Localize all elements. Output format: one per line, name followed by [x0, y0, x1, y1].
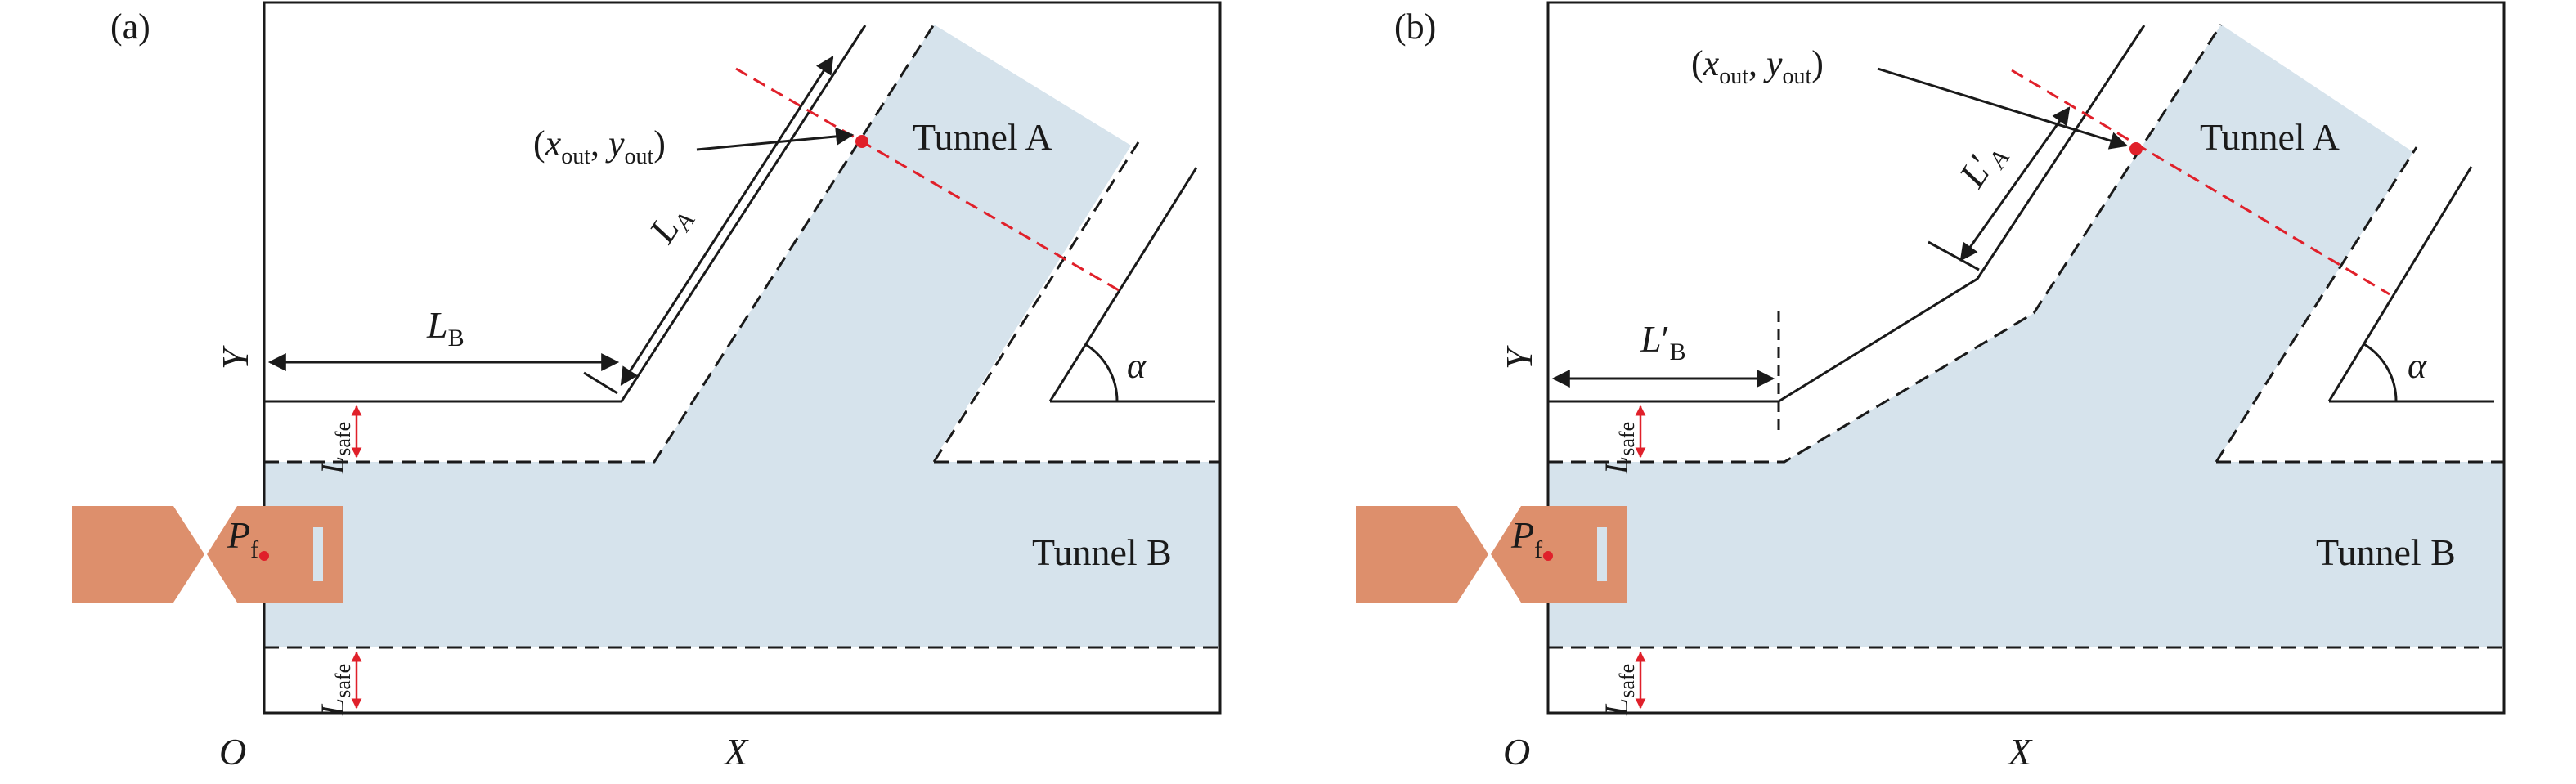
len-a-tick — [1928, 240, 1980, 271]
len-a-label: LA — [640, 196, 700, 253]
machine-point-label: Pf — [1510, 514, 1542, 563]
safe-top-label: Lsafe — [1598, 422, 1639, 475]
panel-tag: (a) — [110, 7, 150, 47]
origin-label: O — [219, 731, 246, 773]
panel-b: (b) O X Y Tunnel A Tunnel B α (xout, you… — [1356, 1, 2506, 773]
tunnel-a-dashed-left — [264, 24, 936, 464]
machine-cutter-bot — [1597, 581, 1627, 603]
tunnel-a-label: Tunnel A — [913, 116, 1052, 158]
exit-point-marker — [855, 135, 868, 148]
safe-bottom-label: Lsafe — [314, 664, 355, 717]
exit-pointer-arrow — [1877, 67, 2129, 150]
exit-line — [2011, 69, 2390, 296]
origin-label: O — [1503, 731, 1530, 773]
len-a-dimension — [620, 56, 834, 386]
panel-a: (a) O X Y Tunnel A Tunnel B α (xout, you… — [72, 1, 1222, 773]
panel-tag: (b) — [1394, 7, 1436, 47]
machine-point-marker — [1543, 551, 1553, 561]
machine-cutter-top — [313, 506, 343, 527]
machine-cutter-mid — [1607, 527, 1627, 581]
tunnel-b-label: Tunnel B — [1032, 531, 1172, 573]
tunnel-a-right-wall-slant — [2327, 166, 2473, 402]
exit-point-label: (xout, yout) — [1691, 43, 1824, 89]
angle-arc — [1084, 343, 1119, 402]
len-a-dimension — [1959, 106, 2071, 262]
boring-machine — [72, 506, 343, 603]
angle-label: α — [1127, 346, 1147, 386]
tunnel-b-label: Tunnel B — [2316, 531, 2456, 573]
machine-rear — [1356, 506, 1488, 603]
exit-point-label: (xout, yout) — [533, 123, 666, 169]
safe-bottom-label: Lsafe — [1598, 664, 1639, 717]
machine-rear — [72, 506, 204, 603]
len-b-tick — [583, 371, 618, 395]
safe-top-label: Lsafe — [314, 422, 355, 475]
machine-cutter-mid — [323, 527, 343, 581]
panel-frame — [1546, 1, 2506, 715]
machine-point-label: Pf — [227, 514, 258, 563]
tunnel-b-fill — [1548, 25, 2504, 647]
angle-arc — [2363, 343, 2398, 402]
tunnel-a-label: Tunnel A — [2200, 116, 2340, 158]
machine-cutter-top — [1597, 506, 1627, 527]
len-b-label: L′B — [1640, 318, 1686, 365]
tunnel-a-dashed-left — [1548, 24, 2223, 464]
len-b-label: LB — [426, 304, 464, 352]
y-axis-label: Y — [214, 345, 256, 370]
tunnel-a-right-wall-slant — [1048, 167, 1198, 402]
machine-point-marker — [259, 551, 269, 561]
machine-cutter-bot — [313, 581, 343, 603]
angle-label: α — [2408, 346, 2427, 386]
y-axis-label: Y — [1498, 345, 1540, 370]
tunnel-a-dashed-right-slant — [932, 141, 1140, 463]
panel-frame — [263, 1, 1222, 715]
x-axis-label: X — [2007, 731, 2033, 773]
exit-pointer-arrow — [696, 127, 855, 151]
tunnel-a-dashed-right-slant — [2215, 146, 2418, 463]
len-a-label: L′A — [1950, 134, 2015, 198]
x-axis-label: X — [723, 731, 749, 773]
exit-point-marker — [2129, 142, 2143, 155]
boring-machine — [1356, 506, 1627, 603]
